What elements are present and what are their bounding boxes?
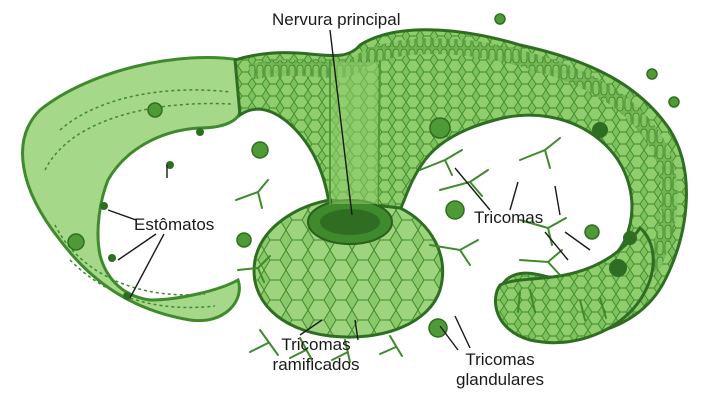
- label-estomatos: Estômatos: [134, 215, 214, 235]
- label-nervura-principal: Nervura principal: [272, 10, 401, 30]
- label-tricomas-ramificados-line2: ramificados: [273, 355, 360, 375]
- label-tricomas-ramificados: Tricomas ramificados: [273, 335, 360, 375]
- label-tricomas-glandulares: Tricomas glandulares: [456, 350, 544, 390]
- label-tricomas: Tricomas: [474, 208, 543, 228]
- label-tricomas-glandulares-line1: Tricomas: [456, 350, 544, 370]
- right-leaf-lobe: [495, 228, 653, 343]
- label-tricomas-glandulares-line2: glandulares: [456, 370, 544, 390]
- label-tricomas-ramificados-line1: Tricomas: [273, 335, 360, 355]
